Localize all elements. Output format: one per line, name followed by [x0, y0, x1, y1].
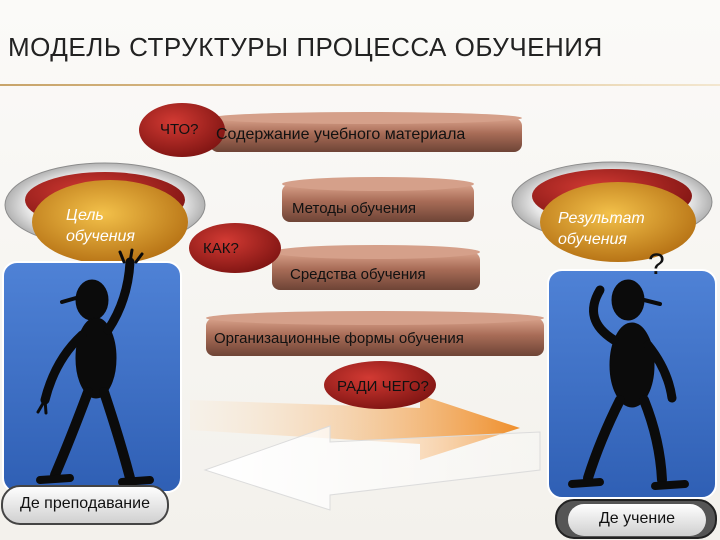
learning-button-shape [568, 504, 706, 536]
bar-forms [206, 311, 544, 356]
question-what: ЧТО? [160, 121, 199, 138]
teaching-button-shape [1, 485, 169, 525]
bar-methods [282, 177, 474, 222]
question-why: РАДИ ЧЕГО? [337, 378, 429, 395]
teaching-button[interactable]: Де преподавание [20, 495, 150, 512]
learning-button[interactable]: Де учение [598, 510, 676, 527]
return-arrow [203, 425, 541, 511]
student-figure [568, 279, 689, 490]
bar-forms-label: Организационные формы обучения [214, 330, 464, 347]
slide-title: МОДЕЛЬ СТРУКТУРЫ ПРОЦЕССА ОБУЧЕНИЯ [8, 32, 603, 62]
title-underline [0, 84, 720, 86]
right-result-disc [511, 161, 713, 262]
bar-means-label: Средства обучения [290, 266, 426, 283]
question-mark-icon: ? [648, 248, 665, 281]
result-label: Результат обучения [558, 210, 645, 248]
oval-how [189, 223, 281, 273]
bar-means [272, 245, 480, 290]
bar-content [210, 112, 522, 152]
bar-methods-label: Методы обучения [292, 200, 416, 217]
oval-what [139, 103, 225, 157]
left-goal-disc [4, 162, 206, 264]
bar-content-label: Содержание учебного материала [216, 126, 466, 143]
question-how: КАК? [203, 240, 239, 257]
goal-label: Цель обучения [66, 207, 135, 245]
teacher-figure [36, 248, 154, 486]
oval-why [324, 361, 436, 409]
